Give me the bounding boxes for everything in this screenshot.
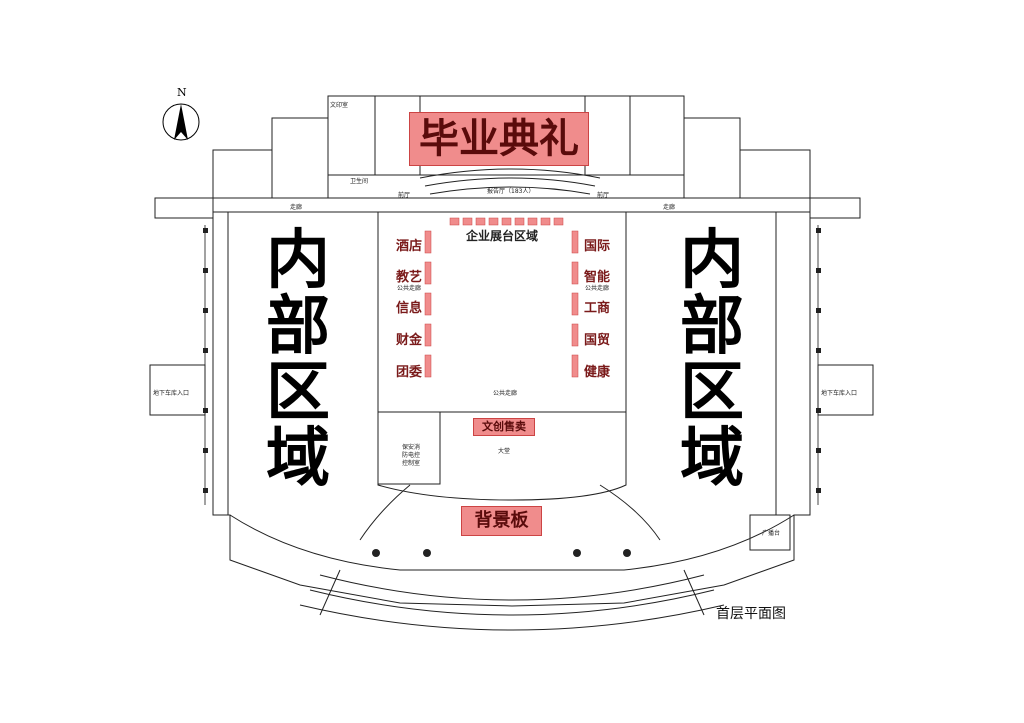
garage-left-label: 地下车库入口 (153, 390, 190, 397)
backdrop-label: 背景板 (461, 506, 542, 536)
lecture-hall-label: 报告厅（183人） (487, 188, 535, 195)
internal-char: 区 (266, 355, 330, 430)
zone-right-5: 健康 (584, 365, 611, 380)
print-room-label: 文印室 (330, 102, 349, 109)
plan-title: 首层平面图 (716, 606, 786, 622)
zone-left-1: 酒店 (396, 239, 423, 254)
garage-right-label: 地下车库入口 (821, 390, 858, 397)
zone-left-3: 信息 (396, 301, 423, 316)
zone-left-2: 教艺 (396, 270, 423, 285)
fire-control-label: 保安消防电控控制室 (402, 444, 421, 467)
north-arrow (162, 103, 200, 141)
building-outline (212, 197, 811, 607)
internal-char: 内 (266, 223, 330, 298)
internal-char: 部 (266, 289, 330, 364)
zone-right-4: 国贸 (584, 333, 611, 348)
internal-char: 区 (680, 355, 744, 430)
enterprise-booth-label: 企业展台区域 (466, 229, 539, 243)
corridor-right-label: 公共走廊 (585, 285, 610, 292)
front-hall-right-label: 前厅 (597, 192, 610, 199)
internal-area-right: 内 部 区 域 (676, 228, 748, 492)
internal-char: 域 (266, 421, 330, 496)
hall-label: 大堂 (498, 448, 511, 455)
front-hall-left-label: 前厅 (398, 192, 411, 199)
lower-curve (229, 514, 795, 571)
zone-right-2: 智能 (584, 270, 611, 285)
creative-sales-label: 文创售卖 (473, 418, 535, 436)
broadcast-label: 广播台 (762, 530, 781, 537)
zone-left-4: 财金 (396, 333, 423, 348)
corridor-center-label: 公共走廊 (493, 390, 518, 397)
internal-char: 部 (680, 289, 744, 364)
graduation-ceremony-label: 毕业典礼 (409, 112, 589, 166)
north-label: N (177, 86, 187, 99)
toilet-label: 卫生间 (350, 178, 369, 185)
internal-char: 内 (680, 223, 744, 298)
zone-right-1: 国际 (584, 239, 611, 254)
corridor-stair-right-label: 走廊 (663, 204, 676, 211)
zone-left-5: 团委 (396, 365, 423, 380)
corridor-left-label: 公共走廊 (397, 285, 422, 292)
internal-area-left: 内 部 区 域 (262, 228, 334, 492)
internal-char: 域 (680, 421, 744, 496)
zone-right-3: 工商 (584, 301, 611, 316)
corridor-stair-left-label: 走廊 (290, 204, 303, 211)
